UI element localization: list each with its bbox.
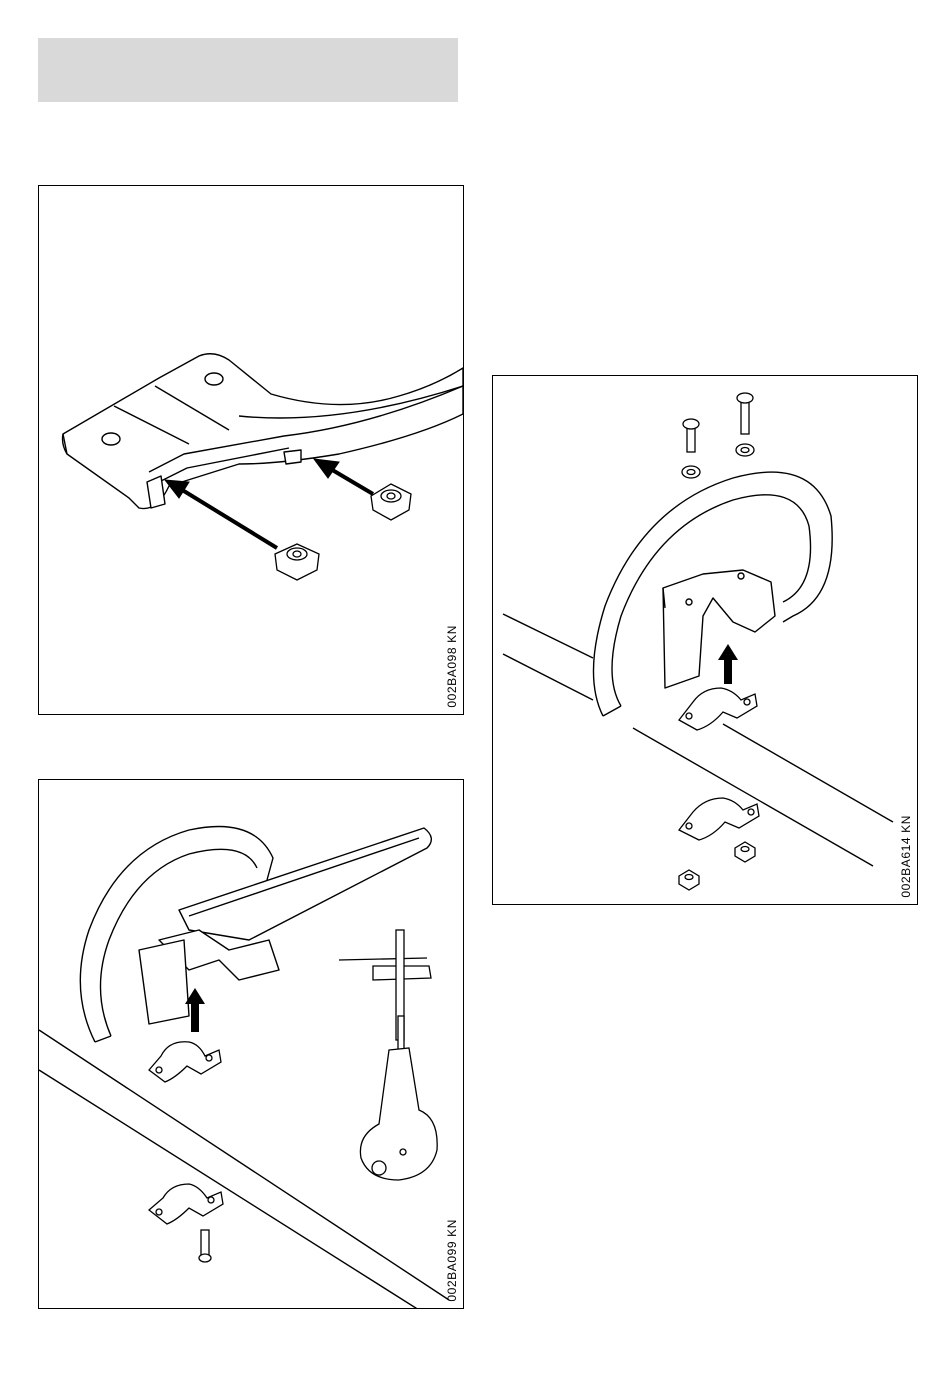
figure-code: 002BA099 KN: [445, 1219, 459, 1302]
illustration-loop-handle-clamp: [493, 376, 918, 905]
section-header-band: [38, 38, 458, 102]
figure-code: 002BA098 KN: [445, 625, 459, 708]
illustration-handle-bracket: [39, 186, 464, 715]
figure-loop-handle-harness: 002BA099 KN: [38, 779, 464, 1309]
illustration-loop-handle: [39, 780, 464, 1309]
figure-handle-bracket-nuts: 002BA098 KN: [38, 185, 464, 715]
figure-code: 002BA614 KN: [899, 815, 913, 898]
figure-loop-handle-clamp: 002BA614 KN: [492, 375, 918, 905]
